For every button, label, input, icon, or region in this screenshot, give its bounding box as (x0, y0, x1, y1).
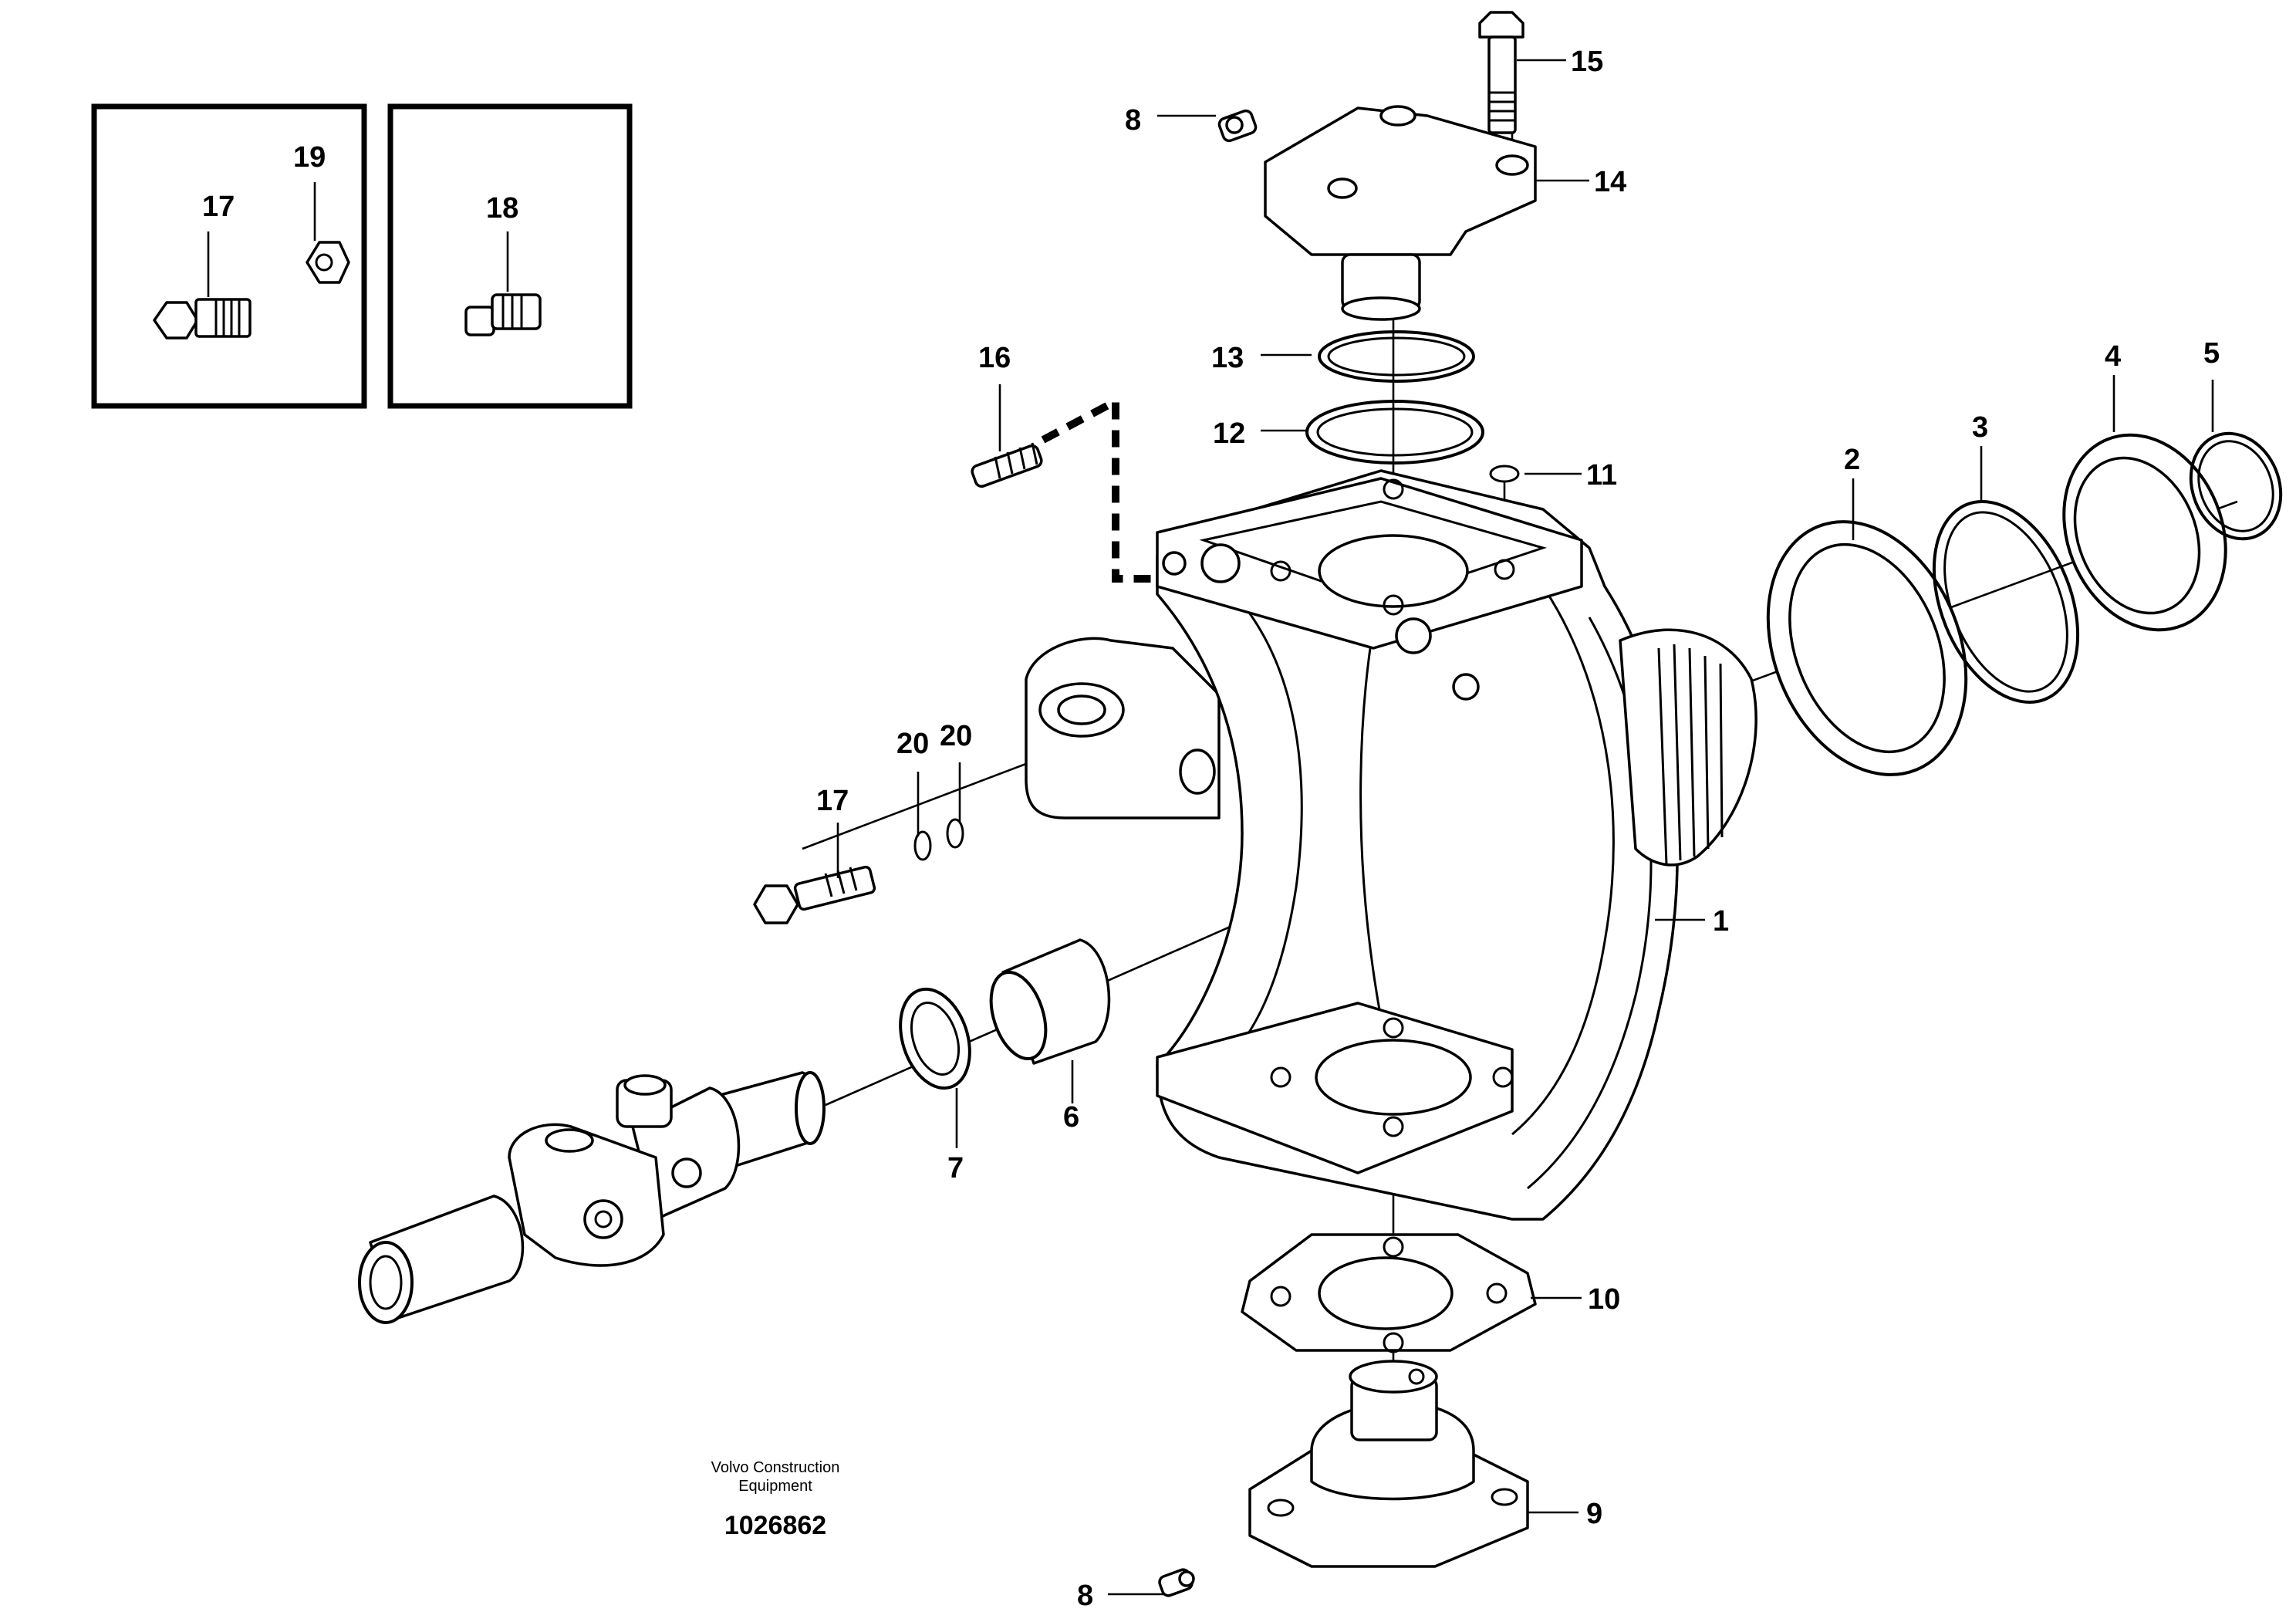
callout-15: 15 (1571, 46, 1603, 78)
part-5-ring (2189, 431, 2283, 541)
callout-8-bottom: 8 (1077, 1580, 1093, 1612)
brand-line-1: Volvo Construction (711, 1459, 840, 1476)
part-7-seal-ring (899, 987, 971, 1090)
callout-8-top: 8 (1125, 104, 1141, 137)
part-8-grease-nipple-top (1217, 109, 1258, 143)
part-2-nut-ring (1766, 520, 1968, 776)
callout-19: 19 (293, 141, 326, 174)
drawing-number: 1026862 (724, 1511, 826, 1540)
callout-17-inset: 17 (202, 191, 235, 223)
callout-4: 4 (2105, 340, 2121, 373)
part-11-small-ring (1489, 465, 1520, 483)
callout-1: 1 (1713, 905, 1729, 938)
callout-7: 7 (947, 1152, 964, 1184)
inset-box-bolt-nut: 17 19 (91, 103, 367, 409)
footer-brand: Volvo Construction Equipment 1026862 (711, 1459, 840, 1540)
callout-13: 13 (1211, 342, 1244, 374)
part-17-bolt (753, 865, 876, 924)
drive-shaft-universal-joint (358, 1071, 826, 1324)
callout-6: 6 (1063, 1101, 1079, 1134)
part-8-grease-nipple-bottom (1158, 1568, 1195, 1597)
callout-17: 17 (816, 785, 849, 817)
callout-12: 12 (1213, 417, 1245, 450)
inset-box-plug: 18 (387, 103, 633, 409)
callout-16: 16 (978, 342, 1011, 374)
leader-lines (836, 59, 2214, 1596)
callout-labels: 8 15 14 13 12 11 16 1 2 3 4 5 17 20 20 6… (816, 46, 2220, 1612)
part-1-knuckle-housing (1025, 469, 1757, 1221)
part-9-bottom-cap (1248, 1360, 1529, 1568)
part-4-seal (2062, 433, 2227, 632)
part-13-o-ring (1318, 330, 1475, 383)
callout-3: 3 (1972, 411, 1988, 444)
callout-9: 9 (1586, 1498, 1602, 1530)
callout-11: 11 (1586, 459, 1617, 492)
part-12-o-ring (1305, 400, 1484, 465)
callout-2: 2 (1844, 444, 1860, 476)
part-14-top-cap (1264, 105, 1537, 321)
part-15-bolt (1478, 11, 1524, 134)
part-10-gasket (1241, 1233, 1537, 1353)
part-3-shim-ring (1932, 500, 2080, 704)
callout-10: 10 (1588, 1283, 1620, 1316)
part-6-bushing (989, 938, 1111, 1065)
callout-18: 18 (486, 192, 518, 225)
callout-20-left: 20 (896, 728, 929, 760)
callout-14: 14 (1594, 166, 1626, 198)
callout-5: 5 (2203, 337, 2220, 370)
part-16-sensor (971, 394, 1180, 583)
callout-20-right: 20 (940, 720, 972, 752)
brand-line-2: Equipment (738, 1478, 812, 1495)
part-20-rings (913, 818, 964, 861)
